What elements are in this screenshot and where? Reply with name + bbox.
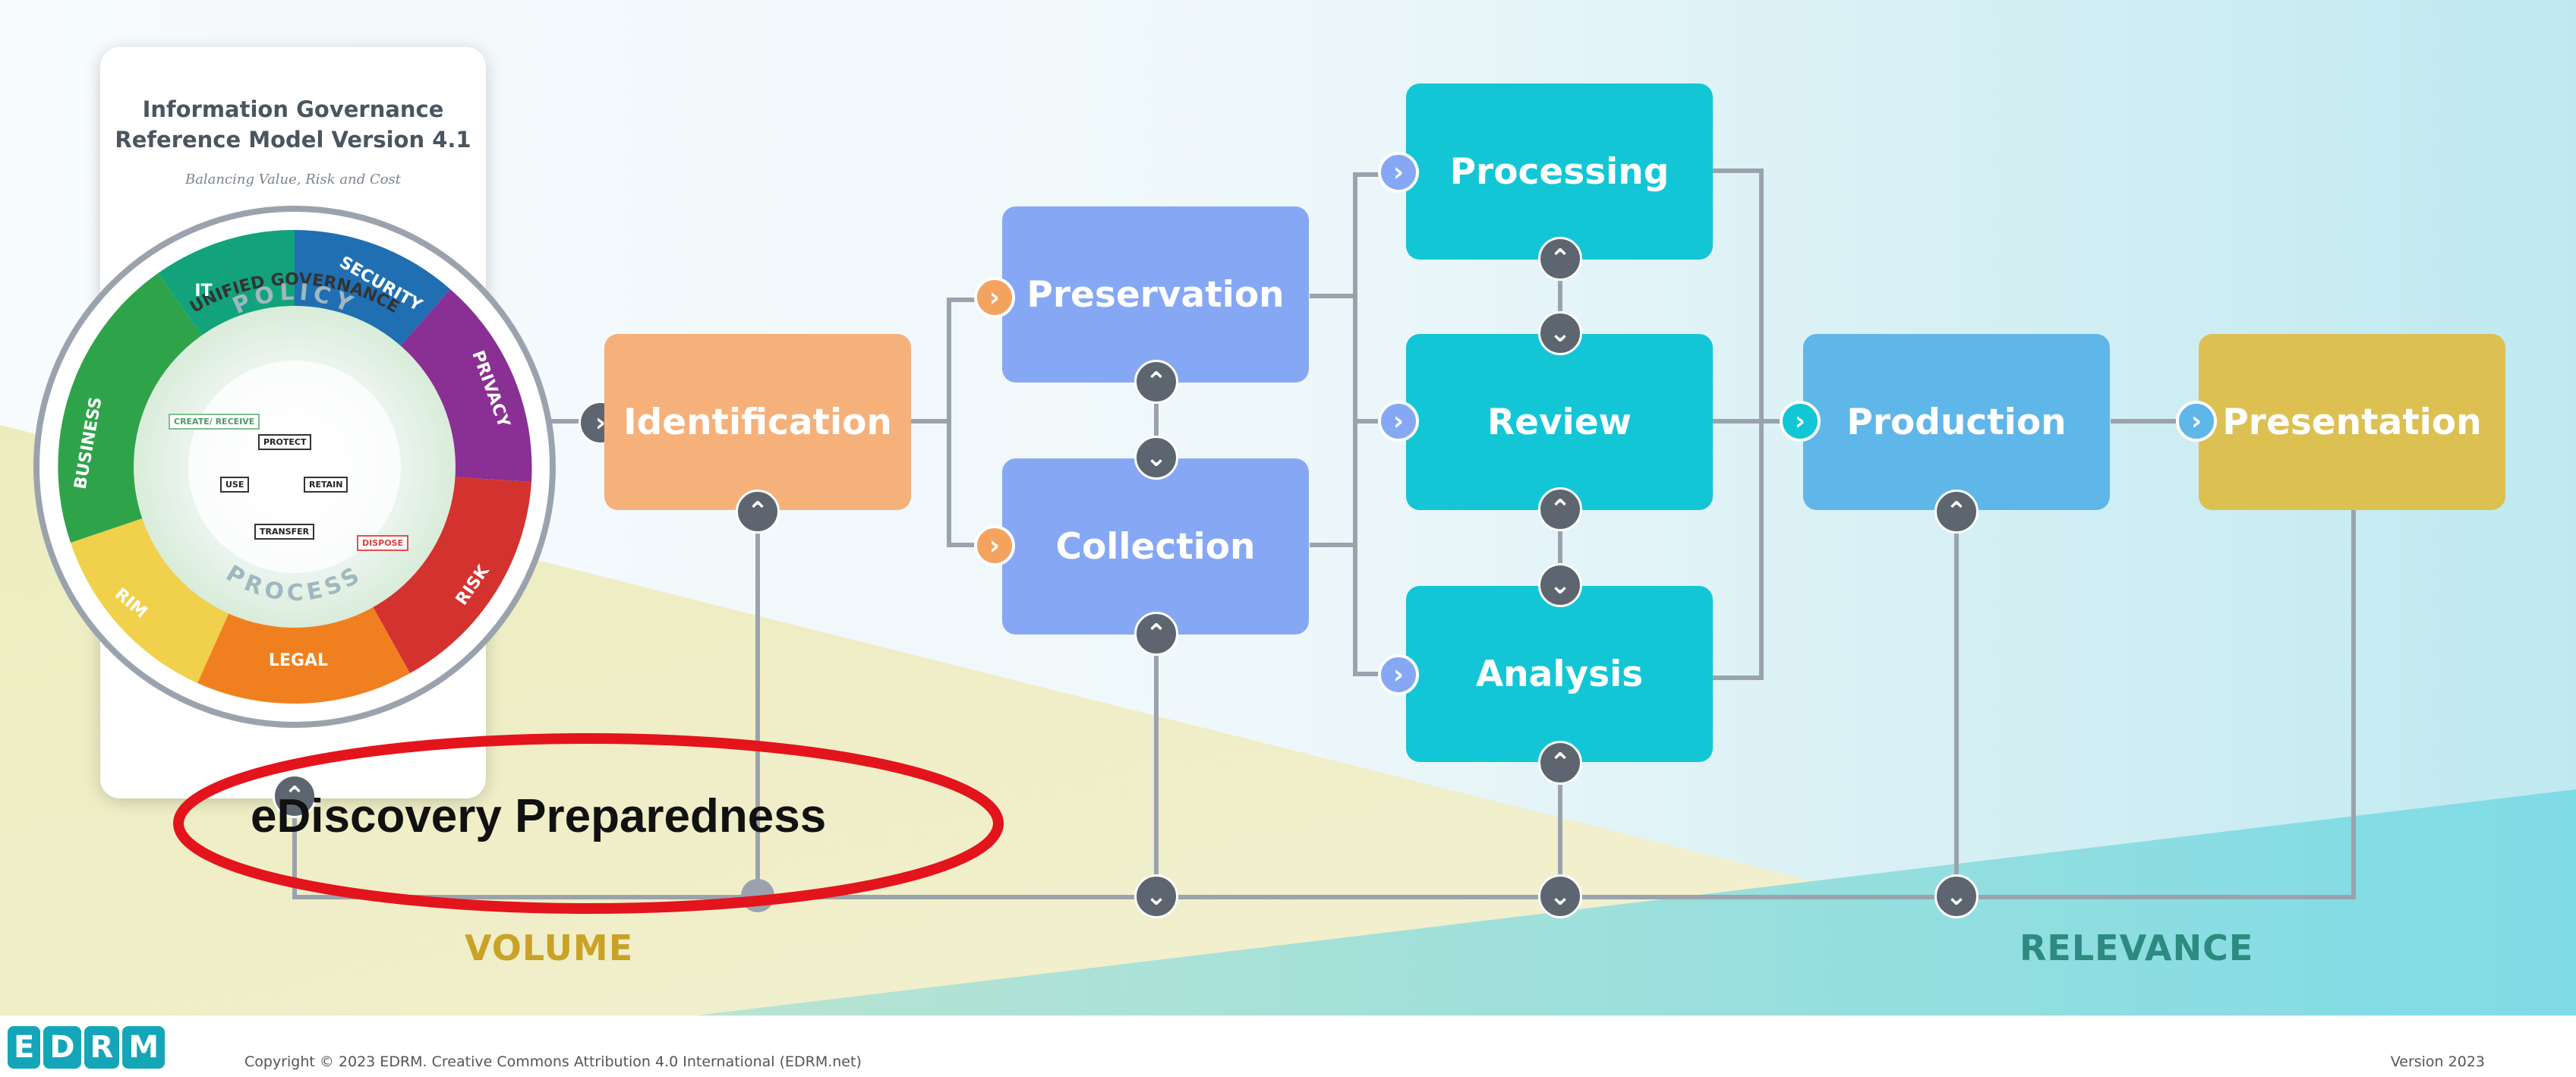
stage-preservation-label: Preservation <box>1026 273 1285 316</box>
lifecycle-use: USE <box>220 477 250 493</box>
stage-review[interactable]: Review <box>1406 334 1713 510</box>
ig-subtitle: Balancing Value, Risk and Cost <box>184 172 402 187</box>
stage-preservation[interactable]: Preservation <box>1002 206 1309 383</box>
stage-production-label: Production <box>1846 401 2067 443</box>
chevron-production-in[interactable]: › <box>1780 401 1821 442</box>
knob-review-down[interactable]: ⌄ <box>1538 311 1582 355</box>
logo-letter-e: E <box>8 1026 41 1069</box>
chevron-presentation-in[interactable]: › <box>2176 401 2217 442</box>
logo-letter-r: R <box>84 1026 120 1069</box>
logo-letter-m: M <box>122 1026 166 1069</box>
connector-review-production <box>1712 168 1764 680</box>
lifecycle-retain: RETAIN <box>304 477 348 493</box>
footer <box>0 1016 2576 1077</box>
knob-analysis-down[interactable]: ⌄ <box>1538 563 1582 607</box>
chevron-collection-in[interactable]: › <box>974 525 1015 566</box>
stage-collection[interactable]: Collection <box>1002 458 1309 635</box>
logo-letter-d: D <box>43 1026 81 1069</box>
chevron-review-in[interactable]: › <box>1378 401 1419 442</box>
annotation-ellipse <box>173 733 1004 914</box>
knob-bus-production[interactable]: ⌄ <box>1934 874 1979 918</box>
chevron-analysis-in[interactable]: › <box>1378 654 1419 695</box>
bg-volume-wedge <box>0 425 2354 1017</box>
knob-bus-analysis[interactable]: ⌄ <box>1538 874 1582 918</box>
stage-identification[interactable]: Identification <box>604 334 911 510</box>
ig-wheel: UNIFIED GOVERNANCE POLICY PROCESS IT SEC… <box>33 206 556 728</box>
knob-wheel-up[interactable]: ⌃ <box>273 774 317 818</box>
version-text: Version 2023 <box>2390 1053 2485 1070</box>
stage-production[interactable]: Production <box>1803 334 2110 510</box>
stage-processing-label: Processing <box>1449 150 1670 193</box>
knob-review-up[interactable]: ⌃ <box>1538 487 1582 531</box>
feedback-bus <box>292 509 2356 899</box>
lifecycle-transfer: TRANSFER <box>254 524 315 540</box>
bg-relevance-wedge <box>683 789 2576 1017</box>
lifecycle-create: CREATE/ RECEIVE <box>169 414 260 430</box>
chevron-preservation-in[interactable]: › <box>974 277 1015 318</box>
edrm-logo[interactable]: E D R M <box>8 1026 166 1069</box>
stage-review-label: Review <box>1487 401 1632 443</box>
copyright-text: Copyright © 2023 EDRM. Creative Commons … <box>244 1053 862 1070</box>
knob-collection-down[interactable]: ⌄ <box>1134 436 1178 480</box>
connector-identification-branch <box>911 298 991 547</box>
ig-title-line2: Reference Model Version 4.1 <box>115 127 471 153</box>
stage-analysis-label: Analysis <box>1475 653 1644 695</box>
knob-collection-up[interactable]: ⌃ <box>1134 612 1178 656</box>
stage-presentation-label: Presentation <box>2222 401 2482 443</box>
lifecycle-protect: PROTECT <box>258 434 312 450</box>
knob-bus-collection[interactable]: ⌄ <box>1134 874 1178 918</box>
stage-analysis[interactable]: Analysis <box>1406 586 1713 762</box>
connector-preservation-out <box>1310 172 1389 676</box>
axis-relevance: RELEVANCE <box>2019 927 2254 968</box>
knob-identification-up[interactable]: ⌃ <box>736 490 780 534</box>
ig-title: Information Governance Reference Model V… <box>100 94 486 155</box>
ig-title-line1: Information Governance <box>142 96 444 122</box>
segment-label-it: IT <box>194 282 212 301</box>
segment-label-legal: LEGAL <box>269 651 328 670</box>
chevron-processing-in[interactable]: › <box>1378 152 1419 193</box>
knob-preservation-up[interactable]: ⌃ <box>1134 360 1178 404</box>
annotation-label: eDiscovery Preparedness <box>251 790 827 842</box>
stage-processing[interactable]: Processing <box>1406 83 1713 260</box>
knob-production-up[interactable]: ⌃ <box>1934 490 1979 534</box>
stage-collection-label: Collection <box>1055 525 1256 568</box>
stage-identification-label: Identification <box>623 401 892 443</box>
axis-volume: VOLUME <box>465 927 634 968</box>
knob-processing-up[interactable]: ⌃ <box>1538 237 1582 281</box>
stage-presentation[interactable]: Presentation <box>2199 334 2505 510</box>
lifecycle-dispose: DISPOSE <box>357 535 408 551</box>
knob-analysis-up[interactable]: ⌃ <box>1538 741 1582 785</box>
